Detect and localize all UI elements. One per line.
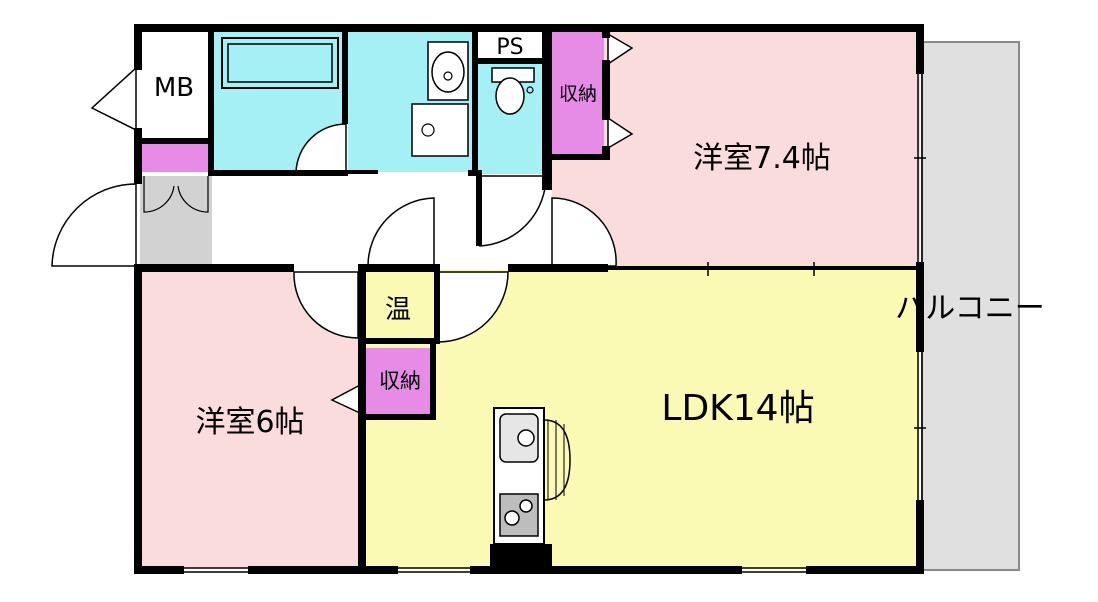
label-balcony: バルコニー (895, 291, 1044, 326)
shoe-storage (140, 144, 212, 172)
washbasin-drain (443, 71, 453, 81)
storage-mid (366, 348, 434, 414)
door-swings (51, 32, 634, 416)
label-western-room-2: 洋室6帖 (195, 405, 304, 440)
bathtub-inner (227, 43, 333, 83)
closet-door-left (143, 176, 175, 213)
washing-machine-drain (421, 123, 435, 137)
toilet-bowl (495, 77, 525, 115)
label-ps-top: PS (496, 35, 523, 60)
windows (184, 74, 926, 573)
entrance-area (140, 176, 212, 266)
washing-machine-space (411, 103, 469, 157)
label-western-room-1: 洋室7.4帖 (693, 141, 831, 176)
sink-drain (517, 429, 535, 447)
storage-top (552, 30, 604, 156)
toilet-paper (526, 86, 534, 94)
label-storage-top: 収納 (559, 83, 597, 105)
label-water-heater: 温 (385, 295, 411, 325)
western-room-1 (552, 30, 920, 270)
label-storage-mid: 収納 (379, 369, 421, 393)
closet-door-right (177, 176, 209, 213)
label-ldk: LDK14帖 (661, 388, 814, 429)
walls (134, 24, 924, 574)
kitchen-counter-arc (543, 419, 571, 501)
balcony-area (921, 41, 1020, 571)
burner-2 (519, 499, 533, 513)
label-ps-bottom: PS (506, 547, 533, 572)
burner-1 (504, 510, 520, 526)
label-mb: MB (154, 73, 194, 103)
